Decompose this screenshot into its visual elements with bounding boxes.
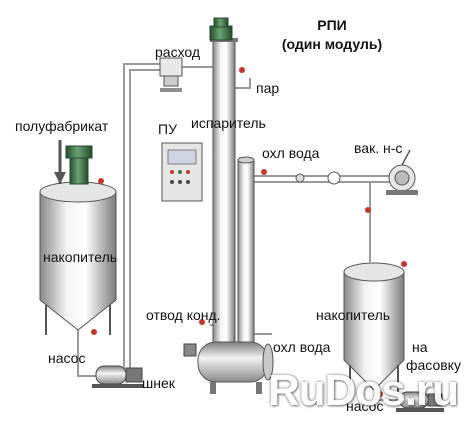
label-vacuum-pump: вак. н-с [354,140,403,156]
label-control-unit: ПУ [158,121,177,137]
label-screw: шнек [142,375,175,391]
label-evaporator: испаритель [191,115,266,131]
watermark: RuDos.ru [268,366,459,415]
right-pump [396,391,444,412]
label-to-packing-2: фасовку [406,357,461,373]
label-condensate-drain: отвод конд. [146,307,221,323]
control-unit-box [161,142,203,202]
screw-separator [183,341,274,394]
flow-meter [159,57,183,92]
label-pump-right: насос [346,398,384,414]
left-storage-tank [39,140,117,335]
left-pump [92,365,144,388]
label-storage-left: накопитель [43,249,118,265]
label-storage-right: накопитель [316,307,391,323]
label-semi-product: полуфабрикат [15,118,109,134]
valves [91,67,407,397]
right-storage-tank [343,262,405,395]
vacuum-pump [386,149,418,195]
label-to-packing-1: на [412,339,428,355]
label-pump-left: насос [48,350,86,366]
label-flow: расход [155,44,201,60]
label-cooling-water-bottom: охл вода [273,339,331,355]
evaporator-column [209,17,238,361]
diagram-subtitle: (один модуль) [281,36,383,52]
label-steam: пар [256,80,280,96]
piping [77,63,400,401]
condenser-column [237,156,255,347]
label-cooling-water-top: охл вода [262,145,320,161]
diagram-title: РПИ [317,17,347,33]
